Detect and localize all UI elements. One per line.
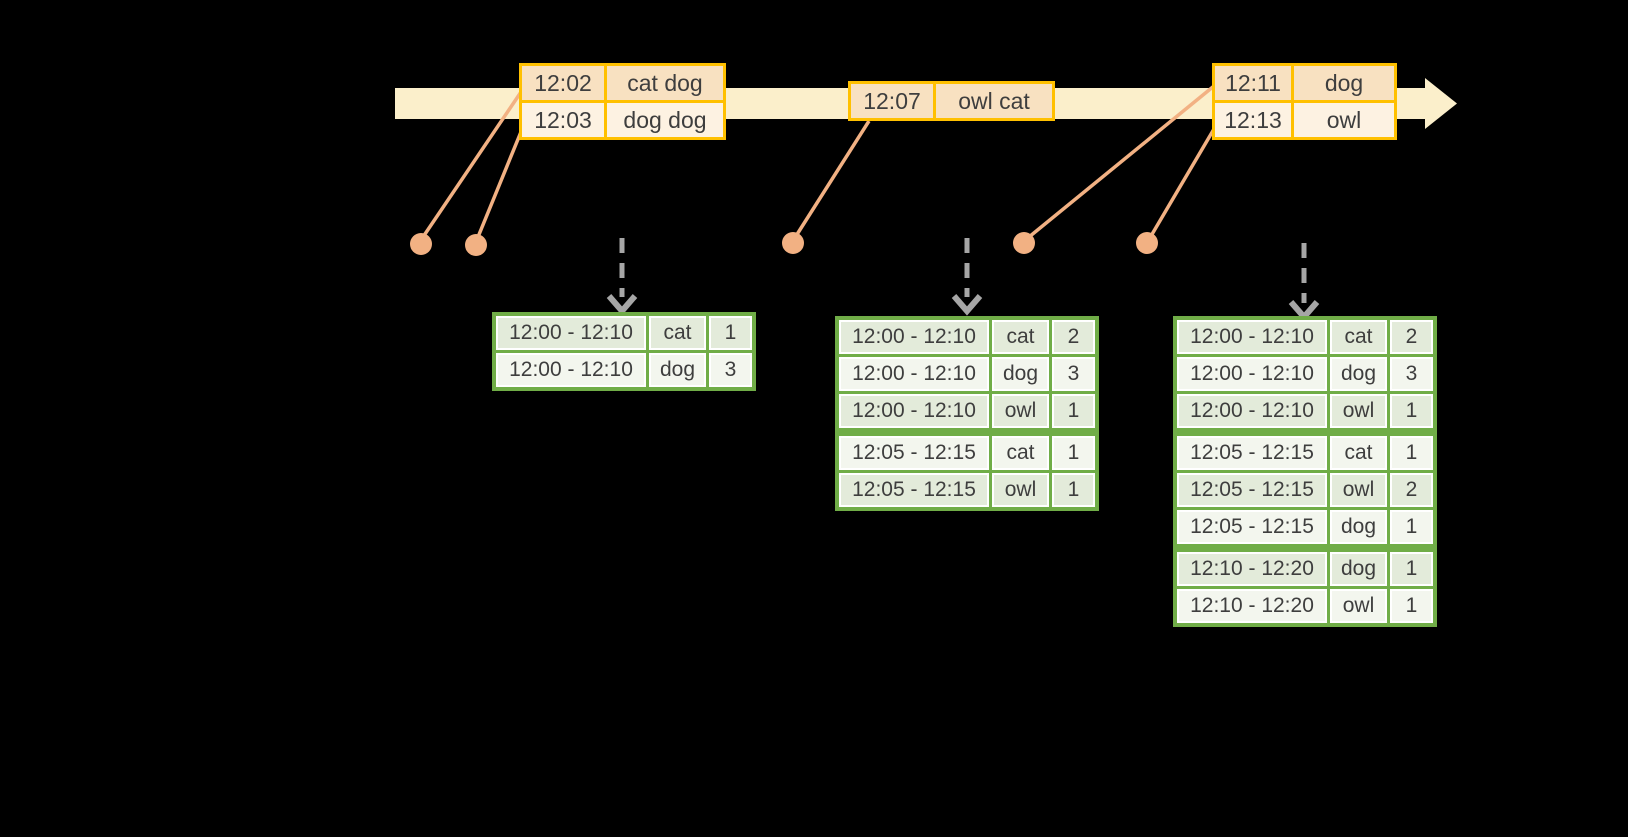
event-dot [410, 233, 432, 255]
window-cell: 12:05 - 12:15 [1177, 436, 1327, 470]
event-time: 12:03 [522, 103, 604, 137]
count-cell: 3 [1390, 357, 1433, 391]
result-row: 12:00 - 12:10 owl 1 [1177, 394, 1433, 428]
window-cell: 12:05 - 12:15 [839, 473, 989, 507]
trigger-arrow-icon [606, 238, 638, 316]
word-cell: owl [992, 394, 1049, 428]
count-cell: 1 [709, 316, 752, 350]
event-connector-lines [421, 84, 1216, 239]
timeline-arrowhead-icon [1425, 78, 1457, 129]
event-time: 12:07 [851, 84, 933, 118]
trigger-arrow-icon [1288, 243, 1320, 322]
event-row: 12:02 cat dog [522, 66, 723, 100]
word-cell: owl [992, 473, 1049, 507]
word-cell: cat [992, 320, 1049, 354]
word-cell: dog [1330, 552, 1387, 586]
count-cell: 1 [1052, 436, 1095, 470]
window-cell: 12:05 - 12:15 [839, 436, 989, 470]
window-cell: 12:05 - 12:15 [1177, 473, 1327, 507]
word-cell: owl [1330, 394, 1387, 428]
window-cell: 12:10 - 12:20 [1177, 589, 1327, 623]
event-connector-line [421, 91, 523, 238]
count-cell: 2 [1390, 320, 1433, 354]
event-row: 12:07 owl cat [851, 84, 1052, 118]
event-dot [1013, 232, 1035, 254]
window-cell: 12:00 - 12:10 [496, 353, 646, 387]
window-cell: 12:00 - 12:10 [839, 320, 989, 354]
event-dot [1136, 232, 1158, 254]
count-cell: 1 [1052, 394, 1095, 428]
window-cell: 12:00 - 12:10 [1177, 394, 1327, 428]
result-row: 12:00 - 12:10 dog 3 [839, 357, 1095, 391]
count-cell: 1 [1390, 394, 1433, 428]
event-connector-line [1149, 128, 1216, 237]
event-dot [782, 232, 804, 254]
word-cell: dog [649, 353, 706, 387]
word-cell: dog [1330, 357, 1387, 391]
count-cell: 3 [709, 353, 752, 387]
count-cell: 1 [1390, 510, 1433, 544]
window-cell: 12:10 - 12:20 [1177, 552, 1327, 586]
result-row: 12:05 - 12:15 owl 2 [1177, 473, 1433, 507]
count-cell: 3 [1052, 357, 1095, 391]
result-row: 12:05 - 12:15 cat 1 [1177, 436, 1433, 470]
result-row: 12:05 - 12:15 dog 1 [1177, 510, 1433, 544]
count-cell: 1 [1390, 436, 1433, 470]
event-connector-line [476, 126, 525, 238]
window-cell: 12:00 - 12:10 [1177, 357, 1327, 391]
count-cell: 2 [1052, 320, 1095, 354]
window-cell: 12:00 - 12:10 [1177, 320, 1327, 354]
trigger-arrows [606, 238, 1320, 322]
result-row: 12:10 - 12:20 owl 1 [1177, 589, 1433, 623]
event-dots [410, 232, 1158, 256]
word-cell: cat [992, 436, 1049, 470]
count-cell: 1 [1390, 552, 1433, 586]
event-words: dog [1294, 66, 1394, 100]
result-row: 12:05 - 12:15 owl 1 [839, 473, 1095, 507]
event-row: 12:03 dog dog [522, 103, 723, 137]
event-connector-line [1027, 84, 1216, 239]
window-cell: 12:05 - 12:15 [1177, 510, 1327, 544]
window-cell: 12:00 - 12:10 [839, 357, 989, 391]
event-time: 12:02 [522, 66, 604, 100]
trigger-arrow-icon [951, 238, 983, 316]
result-table-1: 12:00 - 12:10 cat 1 12:00 - 12:10 dog 3 [492, 312, 756, 391]
event-batch-table-2: 12:07 owl cat [848, 81, 1055, 121]
result-row: 12:00 - 12:10 cat 2 [839, 320, 1095, 354]
word-cell: dog [992, 357, 1049, 391]
event-words: dog dog [607, 103, 723, 137]
word-cell: cat [1330, 436, 1387, 470]
result-table-3: 12:00 - 12:10 cat 2 12:00 - 12:10 dog 3 … [1173, 316, 1437, 627]
count-cell: 2 [1390, 473, 1433, 507]
result-row: 12:00 - 12:10 cat 2 [1177, 320, 1433, 354]
result-row: 12:00 - 12:10 dog 3 [496, 353, 752, 387]
count-cell: 1 [1390, 589, 1433, 623]
result-row: 12:10 - 12:20 dog 1 [1177, 552, 1433, 586]
word-cell: cat [649, 316, 706, 350]
event-dot [465, 234, 487, 256]
event-batch-table-3: 12:11 dog 12:13 owl [1212, 63, 1397, 140]
event-words: cat dog [607, 66, 723, 100]
word-cell: owl [1330, 473, 1387, 507]
result-table-2: 12:00 - 12:10 cat 2 12:00 - 12:10 dog 3 … [835, 316, 1099, 511]
event-batch-table-1: 12:02 cat dog 12:03 dog dog [519, 63, 726, 140]
event-words: owl [1294, 103, 1394, 137]
word-cell: cat [1330, 320, 1387, 354]
result-row: 12:00 - 12:10 cat 1 [496, 316, 752, 350]
window-cell: 12:00 - 12:10 [496, 316, 646, 350]
event-row: 12:13 owl [1215, 103, 1394, 137]
event-words: owl cat [936, 84, 1052, 118]
event-time: 12:13 [1215, 103, 1291, 137]
result-row: 12:05 - 12:15 cat 1 [839, 436, 1095, 470]
event-row: 12:11 dog [1215, 66, 1394, 100]
word-cell: dog [1330, 510, 1387, 544]
result-row: 12:00 - 12:10 dog 3 [1177, 357, 1433, 391]
word-cell: owl [1330, 589, 1387, 623]
result-row: 12:00 - 12:10 owl 1 [839, 394, 1095, 428]
count-cell: 1 [1052, 473, 1095, 507]
event-connector-line [794, 120, 871, 237]
window-cell: 12:00 - 12:10 [839, 394, 989, 428]
event-time: 12:11 [1215, 66, 1291, 100]
